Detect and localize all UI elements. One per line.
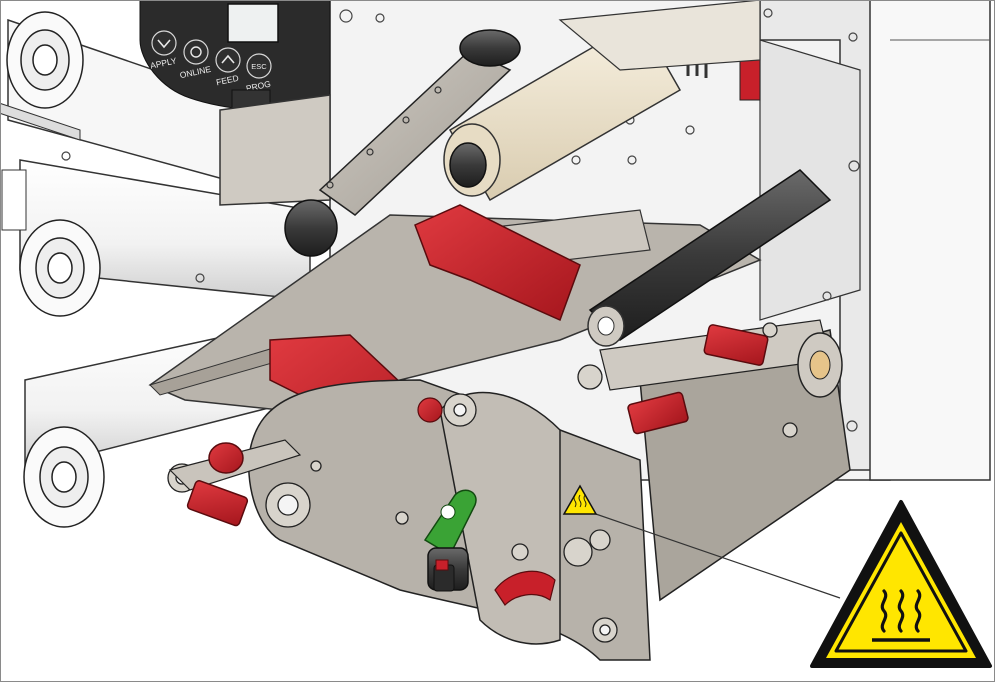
- panel-display: [227, 3, 279, 43]
- hot-surface-sticker-small: [562, 484, 598, 515]
- circle-icon: [190, 46, 202, 58]
- feed-label: FEED: [215, 73, 239, 87]
- pressure-roller-black: [587, 169, 832, 347]
- chevron-up-icon: [221, 54, 235, 64]
- apply-button[interactable]: APPLY: [149, 30, 178, 71]
- red-levers[interactable]: [186, 324, 769, 606]
- hot-surface-warning-icon: [810, 500, 992, 668]
- side-plate: [219, 94, 331, 206]
- feed-button[interactable]: FEED: [215, 47, 241, 87]
- guide-rail: [284, 29, 521, 257]
- control-panel: APPLY ONLINE FEED ESC PROG: [139, 0, 331, 131]
- callout-line: [589, 511, 841, 599]
- ribbon-roller: [443, 0, 761, 202]
- chevron-down-icon: [157, 39, 171, 49]
- adjust-knob[interactable]: [427, 547, 469, 592]
- green-adjust-lever[interactable]: [423, 489, 477, 557]
- esc-label: ESC: [251, 62, 267, 71]
